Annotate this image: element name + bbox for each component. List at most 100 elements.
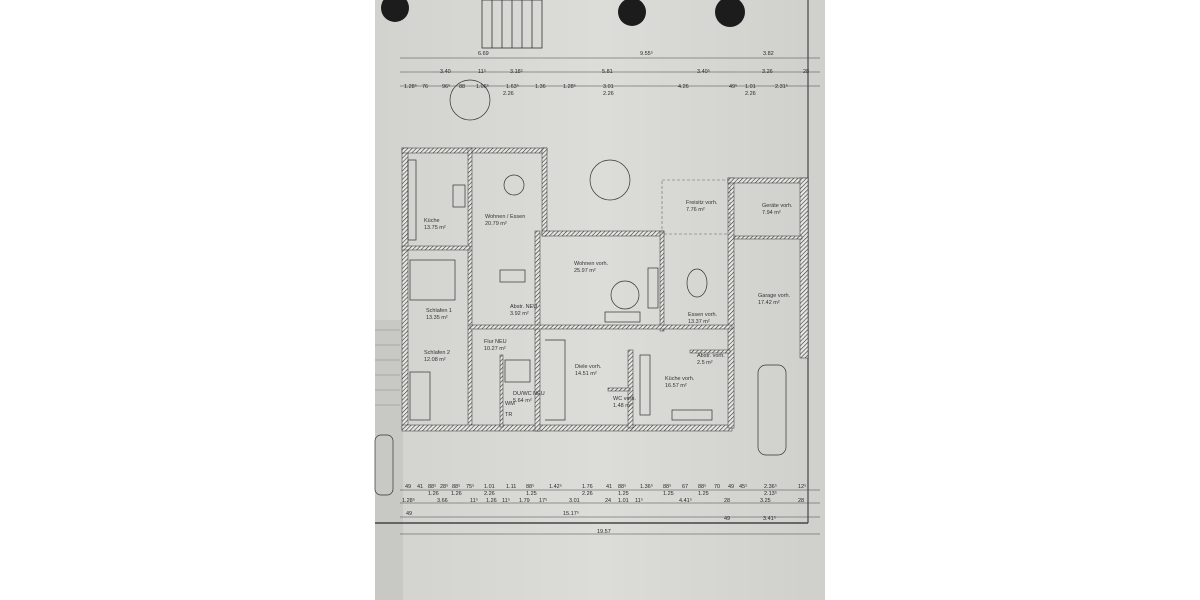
room-name: Diele vorh. [575,364,602,370]
tree-icon [715,0,745,27]
dimension-label: 1.25 [663,491,674,497]
dimension-label: 1.01 [745,84,756,90]
room: Abstr. vorh.2.5 m² [697,353,725,366]
dimension-label: 9.55⁵ [640,50,653,57]
dimension-label: 2.36⁵ [764,483,777,490]
dimension-label: 1.28⁵ [404,83,417,90]
dimension-label: 11⁵ [502,497,510,504]
dimension-label: 1.01 [484,484,495,490]
room: Geräte vorh.7.94 m² [762,203,793,216]
room-area: 13.37 m² [688,319,710,325]
furniture [374,79,787,496]
room-area: 5.64 m² [513,398,532,404]
room: Küche vorh.16.57 m² [665,376,695,389]
tree-icon [381,0,409,22]
room-area: 17.42 m² [758,300,780,306]
room-name: Küche [424,218,440,224]
room: Freisitz vorh.7.76 m² [686,200,718,213]
car-icon [757,364,787,456]
sofa-icon [499,269,526,283]
dimension-label: 24 [605,498,611,504]
rug-icon [610,280,640,310]
terrace-outline [661,179,731,235]
parasol-icon [589,159,631,201]
washing-machine-label: WM [505,401,515,407]
room-name: Freisitz vorh. [686,200,718,206]
dimension-label: 2.26 [745,91,756,97]
dimension-label: 1.76 [582,484,593,490]
dimension-label: 41 [417,484,423,490]
dimension-label: 1.25 [526,491,537,497]
dimension-label: 3.82 [763,51,774,57]
bed-icon [409,259,456,301]
dimension-label: 3.66 [437,498,448,504]
dimension-label: 88⁵ [428,483,436,490]
dimension-label: 11⁵ [635,497,643,504]
room-name: Essen vorh. [688,312,718,318]
dimension-label: 4.26 [678,84,689,90]
room-area: 12.08 m² [424,357,446,363]
underlying-sheet [375,320,403,600]
room: Diele vorh.14.51 m² [575,364,602,377]
dimension-label: 11⁵ [470,497,478,504]
fixture-labels: WM TR [505,401,515,418]
room: Essen vorh.13.37 m² [688,312,718,325]
car-icon [374,434,394,496]
room-area: 13.75 m² [424,225,446,231]
dimension-label: 1.26 [428,491,439,497]
room-name: Garage vorh. [758,293,791,299]
dimension-label: 1.28⁵ [402,497,415,504]
dimension-label: 1.06⁵ [476,83,489,90]
room-name: Wohnen / Essen [485,214,525,220]
dimension-label: 3.40⁵ [697,68,710,75]
room-name: Abstr. vorh. [697,353,725,359]
kitchen-counter-icon [407,159,417,241]
room-name: Abstr. NEU [510,304,537,310]
dimension-label: 88⁵ [618,483,626,490]
dimension-label: 49⁵ [729,83,737,90]
kitchen-counter-icon [671,409,713,421]
room: Garage vorh.17.42 m² [758,293,791,306]
shower-icon [504,359,531,383]
trees [381,0,745,27]
room-area: 10.27 m² [484,346,506,352]
room-area: 25.97 m² [574,268,596,274]
room-name: WC vorh. [613,396,636,402]
room-area: 16.57 m² [665,383,687,389]
room-name: Schlafen 1 [426,308,452,314]
room-name: Küche vorh. [665,376,695,382]
dimension-label: 1.28⁵ [563,83,576,90]
dimension-label: 1.42⁵ [549,483,562,490]
dimension-label: 6.69 [478,51,489,57]
walls [401,147,809,432]
dimension-label: 2.26 [484,491,495,497]
dimension-label: 45⁵ [739,483,747,490]
room-area: 7.76 m² [686,207,705,213]
room-area: 14.51 m² [575,371,597,377]
dimension-label: 75⁵ [466,483,474,490]
underlying-sheet-lines [375,329,400,406]
dimension-label: 70 [714,484,720,490]
room-name: Wohnen vorh. [574,261,609,267]
dimension-label: 11⁵ [478,68,486,75]
dimension-label: 3.01 [569,498,580,504]
dimension-label: 28 [803,69,809,75]
dimension-label: 1.36 [535,84,546,90]
dimension-label: 4.41⁵ [679,497,692,504]
parasol-icon [449,79,491,121]
dimension-label: 1.63⁵ [506,83,519,90]
dimension-label: 3.41⁵ [763,515,776,522]
dining-table-icon [686,268,708,298]
cabinet-icon [647,267,659,309]
dimension-label: 3.18⁵ [510,68,523,75]
room-name: Geräte vorh. [762,203,793,209]
dimension-label: 2.26 [603,91,614,97]
dimension-label: 1.25 [698,491,709,497]
